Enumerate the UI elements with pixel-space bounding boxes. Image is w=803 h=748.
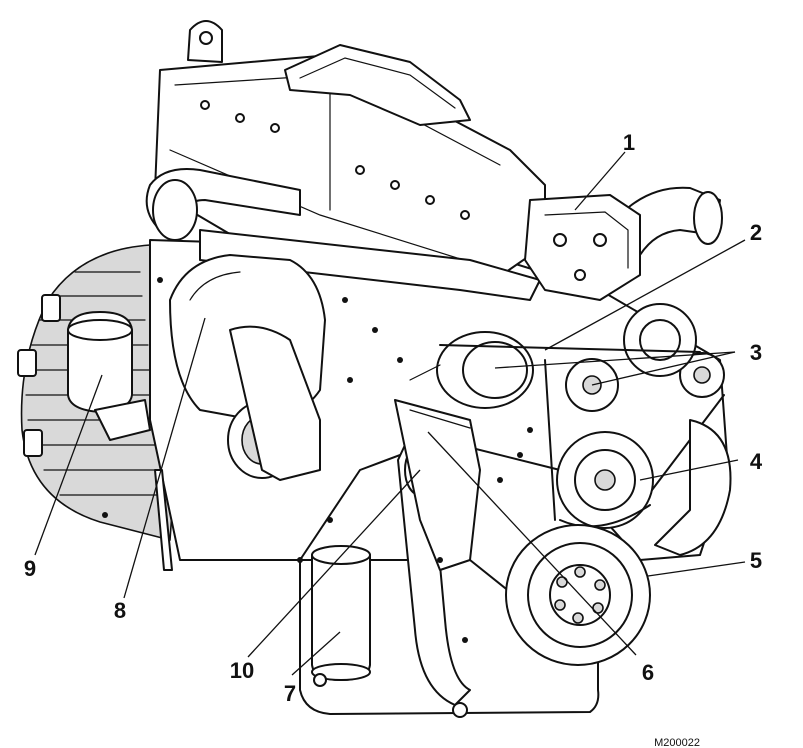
callout-10: 10	[230, 658, 254, 683]
leader-7	[291, 631, 341, 676]
callout-2: 2	[750, 220, 762, 245]
oil-cooler	[394, 399, 481, 571]
fuel-rail	[284, 44, 471, 126]
dipstick-tube	[154, 469, 173, 571]
leader-2	[544, 239, 746, 351]
figure-code: M200022	[654, 737, 700, 748]
callout-5: 5	[750, 548, 762, 573]
engine-illustration	[17, 20, 732, 718]
callout-6: 6	[642, 660, 654, 685]
engine-bolts	[102, 277, 533, 643]
valve-cover-bolts	[200, 100, 470, 220]
filter-bracket	[94, 399, 151, 441]
callout-9: 9	[24, 556, 36, 581]
callout-1: 1	[623, 130, 635, 155]
leader-4	[639, 459, 739, 481]
leader-8	[123, 317, 206, 599]
drive-belt	[439, 344, 725, 528]
oil-sump	[299, 559, 600, 715]
leader-3a	[494, 351, 736, 369]
callout-8: 8	[114, 598, 126, 623]
leader-6	[427, 431, 637, 656]
leader-10	[247, 469, 421, 658]
timing-cover	[654, 419, 732, 556]
callout-7: 7	[284, 681, 296, 706]
intake-manifold	[199, 229, 541, 301]
leader-3b	[591, 351, 736, 386]
leader-5	[647, 561, 746, 577]
flywheel-tabs	[17, 294, 61, 457]
callout-3: 3	[750, 340, 762, 365]
leader-1	[574, 151, 626, 211]
exhaust-downpipe	[229, 325, 321, 481]
oil-filter	[311, 554, 371, 681]
thermostat-housing	[524, 194, 641, 301]
leader-lines	[34, 151, 746, 676]
callout-labels: 1 2 3 4 5 6 7 8 9 10	[24, 130, 763, 706]
leader-9	[34, 374, 103, 556]
callout-4: 4	[750, 449, 763, 474]
